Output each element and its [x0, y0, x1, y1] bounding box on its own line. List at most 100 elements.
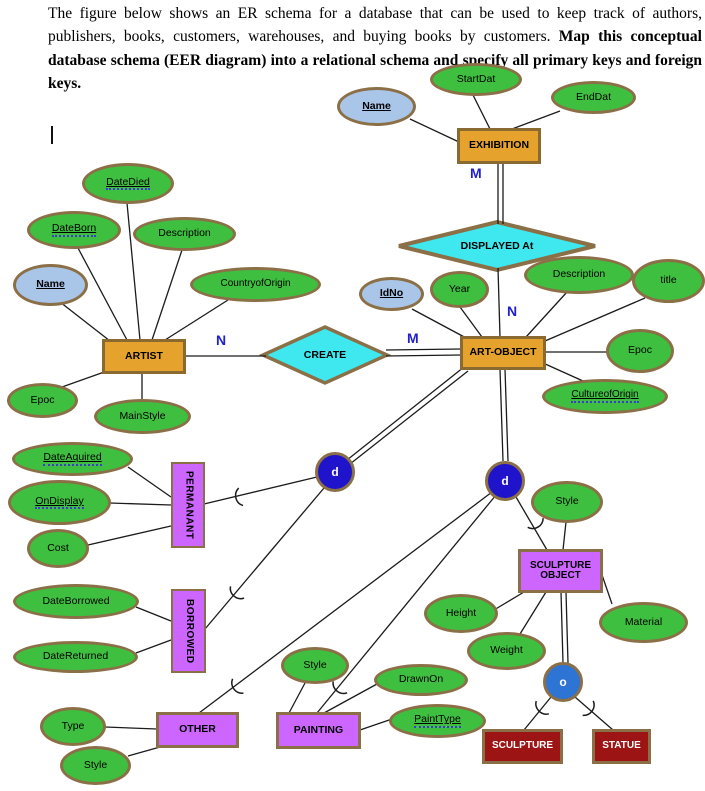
subclass-permanent-label: PERMANANT: [183, 470, 195, 540]
subclass-other-label: OTHER: [179, 723, 216, 736]
key-name-exhibition-label: Name: [362, 99, 391, 112]
attribute-startdat-label: StartDat: [456, 72, 496, 85]
edge-type-other: [104, 726, 158, 730]
subclass-permanent: PERMANANT: [171, 462, 205, 548]
edge-sculptobj-o-2: [565, 591, 569, 664]
disjoint-circle-2-label: d: [501, 473, 509, 488]
attribute-drawnon: DrawnOn: [374, 664, 468, 696]
disjoint-circle-2: d: [485, 461, 525, 501]
subclass-sculpture-label: SCULPTURE: [491, 740, 554, 752]
attribute-height-label: Height: [445, 606, 477, 619]
attribute-material-label: Material: [624, 615, 663, 628]
attribute-cultureoforigin-label: CultureofOrigin: [571, 390, 639, 403]
subclass-borrowed-label: BORROWED: [183, 598, 195, 664]
attribute-style-painting: Style: [281, 647, 349, 684]
attribute-enddat: EndDat: [551, 81, 636, 114]
entity-exhibition: EXHIBITION: [457, 128, 541, 164]
edge-artobject-d1-2: [349, 370, 469, 465]
edge-style-painting: [288, 682, 306, 714]
attribute-ondisplay: OnDisplay: [8, 480, 111, 525]
attribute-weight: Weight: [467, 632, 546, 670]
key-attribute-name-artist: Name: [13, 264, 88, 306]
edge-datereturned-borrowed: [135, 639, 172, 654]
edge-description-artobject: [525, 291, 568, 338]
attribute-datedied-label: DateDied: [106, 176, 150, 190]
edge-d2-painting: [316, 494, 497, 714]
edge-displayed-artobject: [497, 267, 501, 338]
edge-o-statue: [574, 696, 614, 731]
edge-sculptobj-o-1: [560, 591, 564, 664]
edge-cost-permanent: [87, 525, 172, 546]
attribute-epoc-artobject-label: Epoc: [628, 344, 652, 357]
attribute-countryoforigin-label: CountryofOrigin: [220, 278, 291, 290]
sculpture-object-line1: SCULPTURE: [529, 559, 592, 571]
displayed-at-diamond: [398, 219, 596, 273]
subset-symbol-statue: [582, 700, 595, 717]
attribute-dateborrowed-label: DateBorrowed: [42, 594, 110, 607]
edge-title-artobject: [544, 297, 646, 342]
attribute-mainstyle: MainStyle: [94, 399, 191, 434]
create-label: CREATE: [303, 349, 347, 361]
attribute-material: Material: [599, 602, 688, 643]
subclass-painting: PAINTING: [276, 712, 361, 749]
edge-epoc-artist: [61, 370, 108, 388]
attribute-painttype: PaintType: [389, 704, 486, 738]
edge-drawnon-painting: [323, 683, 378, 714]
edge-height-sculptobj: [493, 591, 525, 611]
attribute-dateborn: DateBorn: [27, 211, 121, 249]
subset-symbol-sculpture: [535, 700, 550, 715]
edge-artobject-d1-1: [346, 366, 465, 461]
attribute-year: Year: [430, 271, 489, 308]
cardinality-m-exhibition: M: [470, 165, 482, 181]
edge-artobject-d2-1: [499, 368, 504, 462]
edge-cultureoforigin-artobject: [542, 362, 584, 382]
edge-dateborn-artist: [77, 247, 128, 341]
entity-exhibition-label: EXHIBITION: [468, 139, 530, 152]
subset-symbol-other: [231, 678, 244, 694]
attribute-style-sculpture: Style: [531, 481, 603, 523]
edge-weight-sculptobj: [519, 591, 547, 635]
attribute-datereturned: DateReturned: [13, 641, 138, 673]
edge-dateaquired-permanent: [127, 466, 172, 498]
edge-o-sculpture: [523, 696, 552, 731]
attribute-style-sculpture-label: Style: [555, 495, 579, 508]
subclass-sculpture: SCULPTURE: [482, 729, 563, 764]
attribute-style-painting-label: Style: [303, 658, 327, 671]
attribute-style-other: Style: [60, 746, 131, 785]
edge-style-other: [127, 746, 161, 757]
subset-symbol-permanent: [234, 487, 244, 507]
subclass-statue-label: STATUE: [602, 740, 641, 752]
edge-style-sculptobj: [562, 521, 567, 551]
key-attribute-idno: IdNo: [359, 277, 424, 311]
edge-startdat-exhibition: [472, 94, 491, 130]
attribute-datedied: DateDied: [82, 163, 174, 204]
attribute-cost-label: Cost: [47, 541, 69, 554]
edge-description-artist: [151, 249, 183, 341]
create-diamond: [258, 325, 392, 385]
attribute-description-artobject: Description: [524, 256, 634, 294]
edge-create-artobject-2: [385, 354, 462, 357]
attribute-mainstyle-label: MainStyle: [119, 409, 166, 422]
displayed-at-label: DISPLAYED At: [460, 240, 534, 252]
subclass-other: OTHER: [156, 712, 239, 748]
attribute-startdat: StartDat: [430, 63, 522, 96]
disjoint-circle-1-label: d: [331, 464, 339, 479]
instruction-text: The figure below shows an ER schema for …: [48, 2, 702, 95]
edge-datedied-artist: [126, 202, 141, 341]
attribute-height: Height: [424, 594, 498, 633]
edge-d2-sculptobj: [515, 496, 548, 551]
subclass-painting-label: PAINTING: [293, 723, 344, 736]
entity-art-object: ART-OBJECT: [460, 336, 546, 370]
entity-art-object-label: ART-OBJECT: [469, 346, 537, 359]
edge-d1-permanent: [203, 476, 318, 505]
attribute-enddat-label: EndDat: [575, 90, 612, 103]
attribute-style-other-label: Style: [83, 758, 108, 771]
attribute-painttype-label: PaintType: [414, 714, 461, 728]
edge-name-artist: [59, 301, 111, 342]
attribute-type: Type: [40, 707, 106, 746]
attribute-year-label: Year: [448, 282, 471, 295]
attribute-description-artobject-label: Description: [552, 268, 606, 281]
